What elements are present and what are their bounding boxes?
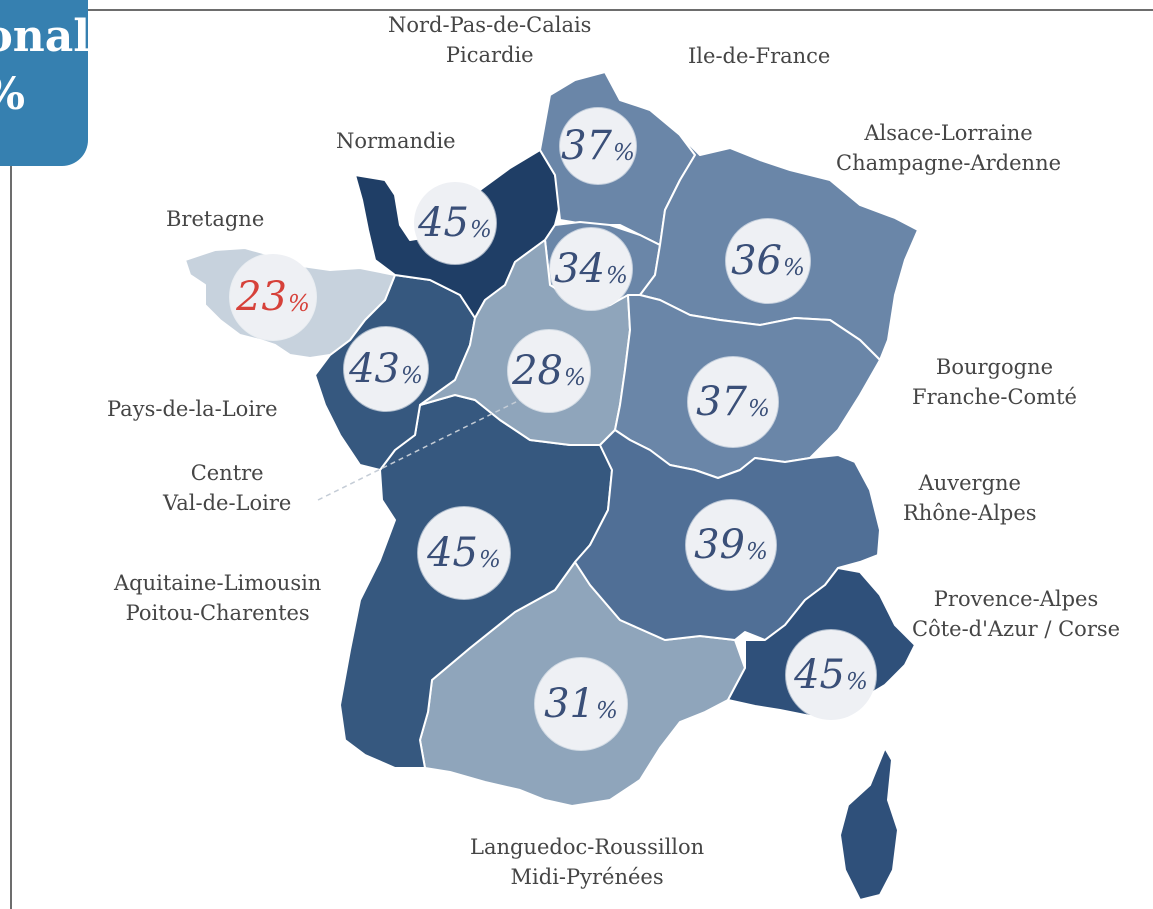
region-value-nord: 37%	[560, 108, 636, 184]
region-value-idf-number: 34	[554, 246, 606, 292]
national-average-badge: onal %	[0, 0, 88, 166]
region-label-aquitaine: Aquitaine-Limousin Poitou-Charentes	[114, 568, 321, 628]
region-label-languedoc-line-1: Languedoc-Roussillon	[470, 835, 705, 859]
region-value-bretagne-unit: %	[288, 290, 310, 317]
national-badge-value: %	[0, 66, 25, 124]
region-value-bourgogne: 37%	[688, 357, 778, 447]
region-value-alsace-unit: %	[783, 254, 805, 281]
region-value-bretagne-number: 23	[236, 274, 288, 320]
region-value-centre-number: 28	[512, 348, 564, 394]
region-value-alsace-number: 36	[731, 238, 783, 284]
region-label-alsace: Alsace-Lorraine Champagne-Ardenne	[836, 118, 1061, 178]
region-label-bretagne-line-1: Bretagne	[166, 207, 265, 231]
region-value-languedoc-unit: %	[596, 697, 618, 724]
region-value-aquitaine-unit: %	[479, 546, 501, 573]
region-value-paca: 45%	[786, 630, 876, 720]
region-label-auvergne-line-1: Auvergne	[918, 471, 1021, 495]
region-label-alsace-line-1: Alsace-Lorraine	[864, 121, 1033, 145]
region-label-nord-line-1: Nord-Pas-de-Calais	[388, 13, 592, 37]
frame-top-border	[10, 9, 1153, 11]
region-label-centre-line-2: Val-de-Loire	[163, 491, 292, 515]
region-label-paca: Provence-Alpes Côte-d'Azur / Corse	[912, 584, 1120, 644]
region-label-paca-line-2: Côte-d'Azur / Corse	[912, 617, 1121, 641]
region-value-pdl-number: 43	[349, 346, 401, 392]
region-label-idf: Ile-de-France	[688, 41, 830, 71]
region-value-normandie-unit: %	[470, 216, 492, 243]
region-label-languedoc: Languedoc-Roussillon Midi-Pyrénées	[470, 832, 704, 892]
region-label-auvergne: Auvergne Rhône-Alpes	[903, 468, 1037, 528]
region-value-idf: 34%	[550, 228, 632, 310]
region-value-idf-unit: %	[606, 262, 628, 289]
region-value-nord-number: 37	[561, 123, 613, 169]
region-value-aquitaine: 45%	[418, 507, 510, 599]
region-label-aquitaine-line-1: Aquitaine-Limousin	[114, 571, 322, 595]
region-label-languedoc-line-2: Midi-Pyrénées	[510, 865, 664, 889]
region-label-nord-line-2: Picardie	[445, 43, 534, 67]
region-value-languedoc-number: 31	[544, 681, 596, 727]
region-label-pdl-line-1: Pays-de-la-Loire	[107, 397, 278, 421]
region-value-paca-number: 45	[794, 652, 846, 698]
region-value-nord-unit: %	[613, 139, 635, 166]
region-label-aquitaine-line-2: Poitou-Charentes	[125, 601, 310, 625]
region-value-auvergne: 39%	[686, 500, 776, 590]
region-label-idf-line-1: Ile-de-France	[688, 44, 831, 68]
region-value-bourgogne-unit: %	[748, 395, 770, 422]
region-label-normandie: Normandie	[336, 126, 456, 156]
region-label-normandie-line-1: Normandie	[336, 129, 456, 153]
region-label-paca-line-1: Provence-Alpes	[933, 587, 1099, 611]
region-value-auvergne-number: 39	[694, 522, 746, 568]
region-value-pdl: 43%	[344, 327, 428, 411]
region-value-languedoc: 31%	[535, 658, 627, 750]
region-value-aquitaine-number: 45	[427, 530, 479, 576]
region-value-centre-unit: %	[564, 364, 586, 391]
region-label-pdl: Pays-de-la-Loire	[107, 394, 278, 424]
region-value-alsace: 36%	[726, 219, 810, 303]
region-value-normandie: 45%	[414, 182, 496, 264]
region-label-auvergne-line-2: Rhône-Alpes	[903, 501, 1037, 525]
region-shape-corse[interactable]	[839, 747, 899, 901]
region-value-normandie-number: 45	[418, 200, 470, 246]
region-label-bretagne: Bretagne	[166, 204, 264, 234]
region-label-centre-line-1: Centre	[190, 461, 264, 485]
region-label-bourgogne-line-2: Franche-Comté	[912, 385, 1077, 409]
region-label-alsace-line-2: Champagne-Ardenne	[836, 151, 1062, 175]
region-label-centre: Centre Val-de-Loire	[163, 458, 291, 518]
region-value-auvergne-unit: %	[746, 538, 768, 565]
centre-leader-line	[317, 394, 531, 501]
region-label-bourgogne: Bourgogne Franche-Comté	[912, 352, 1077, 412]
region-value-bourgogne-number: 37	[696, 379, 748, 425]
region-value-bretagne: 23%	[230, 254, 316, 340]
region-value-pdl-unit: %	[401, 362, 423, 389]
national-badge-label: onal	[0, 11, 88, 62]
region-label-nord: Nord-Pas-de-Calais Picardie	[388, 10, 591, 70]
region-label-bourgogne-line-1: Bourgogne	[935, 355, 1054, 379]
region-value-paca-unit: %	[846, 668, 868, 695]
region-value-centre: 28%	[508, 330, 590, 412]
frame-left-border	[10, 9, 12, 909]
